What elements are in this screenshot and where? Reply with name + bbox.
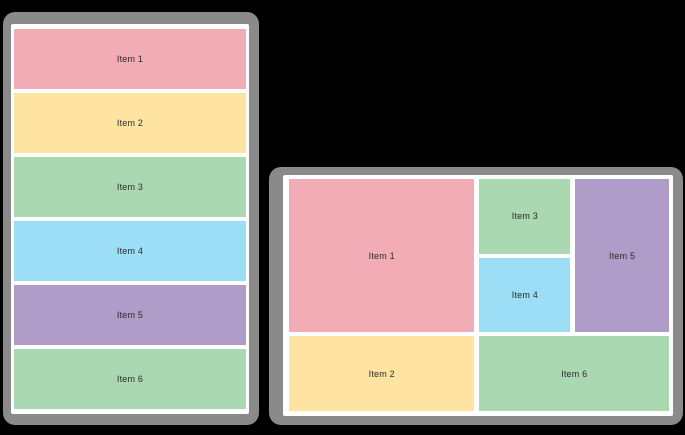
grid-item-4: Item 4 (479, 257, 571, 333)
stack-item-6: Item 6 (14, 349, 246, 409)
grid-item-3: Item 3 (479, 179, 571, 254)
grid-layout-panel-frame: Item 1 Item 3 Item 4 Item 5 Item 2 Item … (269, 167, 683, 425)
stack-item-2: Item 2 (14, 93, 246, 153)
grid-item-1: Item 1 (289, 179, 475, 333)
grid-item-2: Item 2 (289, 336, 475, 411)
vertical-stack-panel-frame: Item 1 Item 2 Item 3 Item 4 Item 5 Item … (3, 12, 259, 425)
grid-layout-screen: Item 1 Item 3 Item 4 Item 5 Item 2 Item … (283, 175, 673, 416)
stack-item-1: Item 1 (14, 29, 246, 89)
vertical-stack-screen: Item 1 Item 2 Item 3 Item 4 Item 5 Item … (11, 24, 249, 414)
stack-item-5: Item 5 (14, 285, 246, 345)
grid-item-5: Item 5 (575, 179, 669, 333)
grid-item-6: Item 6 (479, 336, 669, 411)
stack-item-3: Item 3 (14, 157, 246, 217)
stack-item-4: Item 4 (14, 221, 246, 281)
